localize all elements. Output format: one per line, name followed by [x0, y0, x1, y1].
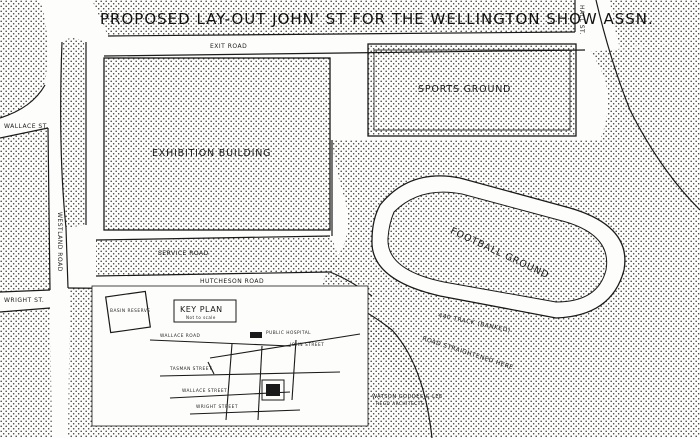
sports-ground-outline [367, 43, 577, 137]
westland-road-west-edge [47, 127, 51, 291]
hall-st-east-edge [595, 0, 700, 211]
john-street-label: JOHN STREET [289, 342, 324, 348]
wright-street-label: WRIGHT STREET [196, 404, 238, 410]
exhibition-building-outline [103, 57, 331, 231]
wallace-st-south-edge [0, 127, 49, 139]
parcel-island [60, 38, 86, 228]
key-plan-title: KEY PLAN [180, 305, 223, 314]
exhibition-building-label: EXHIBITION BUILDING [152, 148, 271, 159]
map-title: PROPOSED LAY-OUT JOHN' ST FOR THE WELLIN… [100, 10, 654, 28]
key-plan-title-box [173, 299, 237, 323]
key-plan-tasman-street [159, 371, 341, 377]
key-plan-cross-street-2 [257, 345, 263, 421]
key-plan-cross-street-1 [225, 343, 233, 421]
key-plan-wright-street [189, 409, 301, 415]
service-road-north-edge [95, 235, 331, 241]
exit-road-south-edge [103, 49, 586, 57]
parcel-service-strip [96, 236, 338, 276]
key-plan-hospital-block [250, 332, 262, 338]
architects-name: WATSON GODDES & LEE [372, 394, 443, 400]
hall-st-label: HALL ST. [578, 5, 585, 35]
westland-road-east-edge [60, 41, 69, 289]
public-hospital-label: PUBLIC HOSPITAL [266, 330, 311, 336]
key-plan-basin-reserve [105, 290, 151, 334]
exit-road-label: EXIT ROAD [210, 43, 247, 50]
sports-ground-label: SPORTS GROUND [418, 84, 511, 95]
key-plan [91, 285, 369, 427]
sports-ground-inner-line [373, 49, 571, 131]
wallace-st-label: WALLACE ST. [4, 123, 49, 130]
wallace-road-label: WALLACE ROAD [160, 333, 201, 339]
parcel-ne [610, 0, 700, 48]
exhibition-building-fill [104, 58, 330, 230]
exit-road-north-edge [107, 31, 576, 37]
key-plan-cross-street-3 [291, 339, 297, 401]
hutcheson-road-label: HUTCHESON ROAD [200, 278, 264, 285]
westland-road-label: WESTLAND ROAD [56, 212, 63, 272]
key-plan-lane [207, 361, 215, 375]
service-road-label: SERVICE ROAD [158, 250, 209, 257]
architects-title: REGD ARCHITECTS [376, 401, 424, 407]
basin-reserve-label: BASIN RESERVE [110, 308, 151, 314]
key-plan-john-street [209, 333, 361, 359]
key-plan-site-outline [261, 379, 285, 401]
wright-st-south-edge [0, 307, 51, 313]
key-plan-wallace-road [149, 339, 291, 347]
sports-ground-fill [368, 44, 576, 136]
parcel-sw [0, 308, 52, 438]
wright-st-north-edge [0, 289, 51, 293]
parcel-top-strip [92, 0, 575, 36]
parcel-nw [0, 0, 48, 118]
wright-st-label: WRIGHT ST. [4, 297, 44, 304]
wallace-street-label: WALLACE STREET [182, 388, 227, 394]
parcel-west [0, 128, 50, 292]
key-plan-site [266, 384, 280, 396]
football-ground-field [387, 191, 608, 303]
wallace-st-north-edge [0, 84, 46, 119]
key-plan-subtitle: Not to scale [186, 315, 216, 320]
tasman-street-label: TASMAN STREET [169, 366, 212, 372]
